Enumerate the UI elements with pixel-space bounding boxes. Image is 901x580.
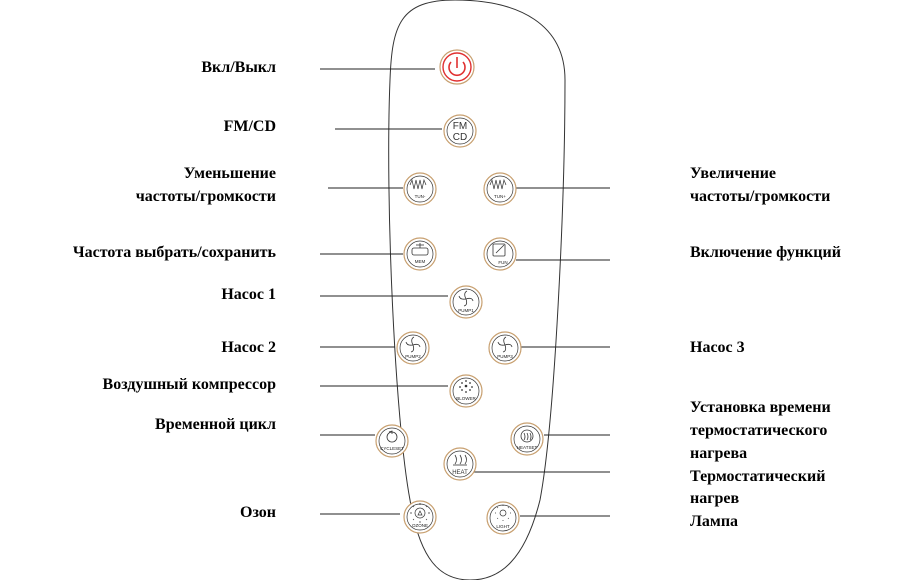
fun-text: FUN — [498, 260, 507, 265]
fan-icon — [497, 336, 513, 353]
label-tun-minus-2: частоты/громкости — [135, 188, 276, 205]
label-tun-plus-1: Увеличение — [690, 165, 777, 182]
pump1-text: PUMP1 — [458, 308, 474, 313]
heat-text: HEAT — [452, 470, 468, 476]
tun-plus-button[interactable]: TUN+ — [483, 172, 517, 206]
mem-button[interactable]: MEM — [403, 237, 437, 271]
pump2-button[interactable]: PUMP2 — [396, 331, 430, 365]
wave-icon — [489, 178, 507, 190]
label-tun-minus-1: Уменьшение — [183, 165, 276, 182]
label-blower: Воздушный компрессор — [102, 376, 276, 393]
light-icon — [494, 504, 512, 522]
power-icon — [448, 57, 466, 77]
heat-icon — [453, 454, 467, 466]
cycleset-button[interactable]: CYCLESET — [375, 424, 409, 458]
label-light: Лампа — [690, 513, 739, 530]
label-pump1: Насос 1 — [221, 286, 276, 303]
pump2-text: PUMP2 — [405, 354, 421, 359]
bubbles-icon — [459, 380, 473, 393]
cd-text: CD — [453, 132, 467, 143]
tun-minus-text: TUN- — [415, 194, 426, 199]
blower-text: BLOWER — [456, 396, 476, 401]
heatset-button[interactable]: HEATSET — [510, 422, 544, 456]
fan-icon — [458, 290, 474, 307]
heatset-text: HEATSET — [517, 445, 538, 450]
ozone-text: OZONE — [412, 523, 428, 528]
function-icon — [492, 243, 506, 257]
label-tun-plus-2: частоты/громкости — [690, 188, 831, 205]
light-text: LIGHT — [496, 524, 510, 529]
heat-coil-icon — [520, 429, 534, 443]
blower-button[interactable]: BLOWER — [449, 374, 483, 408]
pump3-button[interactable]: PUMP3 — [488, 331, 522, 365]
pump1-button[interactable]: PUMP1 — [449, 285, 483, 319]
leader-lines — [320, 68, 610, 517]
tun-plus-text: TUN+ — [494, 194, 506, 199]
mem-text: MEM — [415, 259, 426, 264]
label-heatset-3: нагрева — [690, 445, 748, 462]
tun-minus-button[interactable]: TUN- — [403, 172, 437, 206]
memory-icon — [411, 243, 429, 256]
label-ozone: Озон — [240, 504, 276, 521]
label-fm-cd: FM/CD — [223, 118, 276, 135]
fan-icon — [405, 336, 421, 353]
label-pump2: Насос 2 — [221, 339, 276, 356]
label-cycle: Временной цикл — [155, 416, 276, 433]
cycleset-text: CYCLESET — [380, 446, 404, 451]
light-button[interactable]: LIGHT — [486, 501, 520, 535]
label-heat-2: нагрев — [690, 490, 740, 507]
fun-button[interactable]: FUN — [483, 237, 517, 271]
cycle-icon — [386, 430, 398, 443]
heat-button[interactable]: HEAT — [443, 447, 477, 481]
label-power: Вкл/Выкл — [201, 59, 276, 76]
label-pump3: Насос 3 — [690, 339, 745, 356]
fm-cd-button[interactable]: FM CD — [443, 114, 477, 148]
fm-text: FM — [453, 121, 467, 132]
label-heatset-2: термостатического — [690, 422, 828, 439]
wave-icon — [409, 178, 427, 190]
pump3-text: PUMP3 — [497, 354, 513, 359]
ozone-button[interactable]: OZONE — [403, 500, 437, 534]
ozone-icon — [410, 503, 430, 523]
label-fun: Включение функций — [690, 244, 841, 261]
label-heat-1: Термостатический — [690, 468, 826, 485]
label-mem: Частота выбрать/сохранить — [72, 244, 276, 261]
power-button[interactable] — [439, 49, 475, 85]
label-heatset-1: Установка времени — [690, 399, 831, 416]
